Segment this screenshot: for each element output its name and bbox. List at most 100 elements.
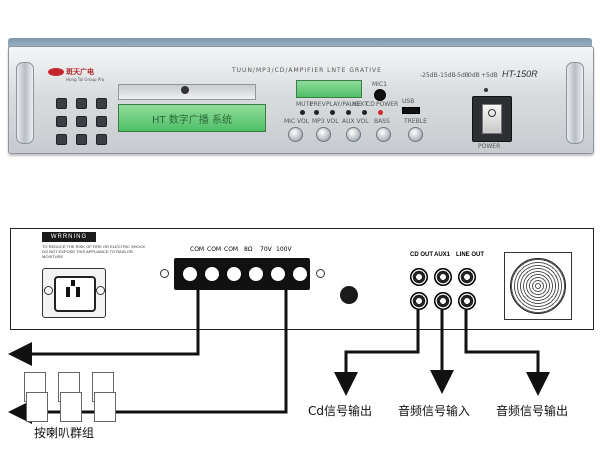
rca-label-cd-out: CD OUT (410, 252, 433, 258)
brand-name: 斑天广电 (66, 69, 94, 76)
power-switch[interactable] (482, 104, 502, 134)
header-text: TUUN/MP3/CD/AMPIFIER LNTE GRATIVE (232, 67, 382, 74)
terminal-label-70v: 70V (260, 246, 272, 253)
brand-subtitle: Hong Tai Group Pro (66, 77, 105, 82)
speaker-icon-5 (60, 392, 82, 422)
terminal-label-com3: COM (224, 246, 239, 253)
button-3[interactable] (96, 98, 107, 109)
main-display: HT 数字广播 系统 (118, 104, 266, 132)
screw-left (44, 286, 53, 295)
rca-label-line-out: LINE OUT (456, 252, 484, 258)
button-8[interactable] (76, 134, 87, 145)
power-on-icon (488, 109, 496, 117)
knob-label-mp3: MP3 VOL (312, 118, 339, 125)
warning-title: WRRNING (42, 232, 96, 242)
speaker-icon-6 (94, 392, 116, 422)
inlet-pin-1 (66, 287, 70, 297)
control-label-mute: MUTE (296, 101, 314, 108)
led-4 (346, 110, 351, 115)
button-5[interactable] (76, 116, 87, 127)
knob-label-mic: MIC VOL (284, 118, 310, 125)
knob-label-aux: AUX VOL (342, 118, 369, 125)
rca-line-out-bottom[interactable] (458, 292, 476, 310)
line-out-wire (464, 310, 550, 396)
mic-label: MIC1 (372, 81, 387, 88)
caption-cd-out: Cd信号输出 (308, 404, 372, 418)
speaker-icon-4 (26, 392, 48, 422)
terminal-label-100v: 100V (276, 246, 292, 253)
button-4[interactable] (56, 116, 67, 127)
terminal-label-com1: COM (190, 246, 205, 253)
control-label-power: POWER (376, 101, 399, 108)
rca-line-out-top[interactable] (458, 268, 476, 286)
caption-line-out: 音频信号输出 (496, 404, 569, 418)
knob-mic-vol[interactable] (288, 127, 303, 142)
mic-jack[interactable] (374, 89, 386, 101)
power-label: POWER (478, 143, 501, 150)
level-label-5: +5dB (481, 72, 498, 79)
speaker-wire-1 (8, 290, 200, 366)
terminal-label-8ohm: 8Ω (244, 246, 253, 253)
terminal-label-com2: COM (207, 246, 222, 253)
led-5 (362, 110, 367, 115)
usb-port[interactable] (402, 107, 420, 114)
rca-label-aux1: AUX1 (434, 252, 451, 258)
ground-terminal[interactable] (340, 286, 358, 304)
control-label-prev: PREV (310, 101, 326, 108)
inlet-pin-2 (76, 287, 80, 297)
speaker-wire-2 (8, 290, 288, 424)
caption-speaker-group: 按喇叭群组 (34, 426, 95, 440)
terminal-com-2[interactable] (203, 265, 221, 283)
fan-grill-icon (510, 258, 566, 314)
level-label-3: -5dB (455, 72, 469, 79)
terminal-70v[interactable] (269, 265, 287, 283)
knob-treble[interactable] (408, 127, 423, 142)
level-label-4: 0dB (468, 72, 480, 79)
fan-housing (504, 252, 572, 320)
led-3 (330, 110, 335, 115)
knob-aux-vol[interactable] (346, 127, 361, 142)
power-inlet-socket (54, 276, 96, 312)
level-label-1: -25dB (420, 72, 438, 79)
rca-aux1-bottom[interactable] (434, 292, 452, 310)
rca-cd-out-top[interactable] (410, 268, 428, 286)
caption-aux-in: 音频信号输入 (398, 404, 471, 418)
knob-bass[interactable] (376, 127, 391, 142)
led-2 (314, 110, 319, 115)
disc-icon (181, 86, 189, 94)
level-label-2: -15dB (438, 72, 456, 79)
button-1[interactable] (56, 98, 67, 109)
power-led (484, 88, 488, 92)
usb-label: USB (402, 98, 415, 105)
knob-mp3-vol[interactable] (316, 127, 331, 142)
knob-label-bass: BASS (374, 118, 390, 125)
screw-terminal-right (316, 269, 325, 278)
button-9[interactable] (96, 134, 107, 145)
rca-aux1-top[interactable] (434, 268, 452, 286)
led-red (378, 110, 383, 115)
brand-logo-icon (48, 68, 64, 76)
left-handle (16, 62, 34, 144)
button-2[interactable] (76, 98, 87, 109)
screw-terminal-left (160, 269, 169, 278)
led-1 (300, 110, 305, 115)
screw-right (96, 286, 105, 295)
front-panel-top (8, 38, 592, 48)
control-label-next: NEXT (352, 101, 368, 108)
terminal-com-1[interactable] (181, 265, 199, 283)
inlet-pin-3 (71, 280, 75, 286)
cd-out-wire (334, 310, 420, 396)
terminal-8ohm[interactable] (247, 265, 265, 283)
terminal-com-3[interactable] (225, 265, 243, 283)
model-label: HT-150R (502, 69, 538, 79)
button-7[interactable] (56, 134, 67, 145)
button-6[interactable] (96, 116, 107, 127)
terminal-100v[interactable] (291, 265, 309, 283)
warning-text: TO REDUCE THE RISK OF FIRE OR ELECTRIC S… (42, 244, 146, 259)
control-label-cd: CD (366, 101, 375, 108)
secondary-display (296, 80, 362, 98)
knob-label-treble: TREBLE (404, 118, 427, 125)
rca-cd-out-bottom[interactable] (410, 292, 428, 310)
control-label-play: PLAY/PAUSE (326, 101, 362, 108)
